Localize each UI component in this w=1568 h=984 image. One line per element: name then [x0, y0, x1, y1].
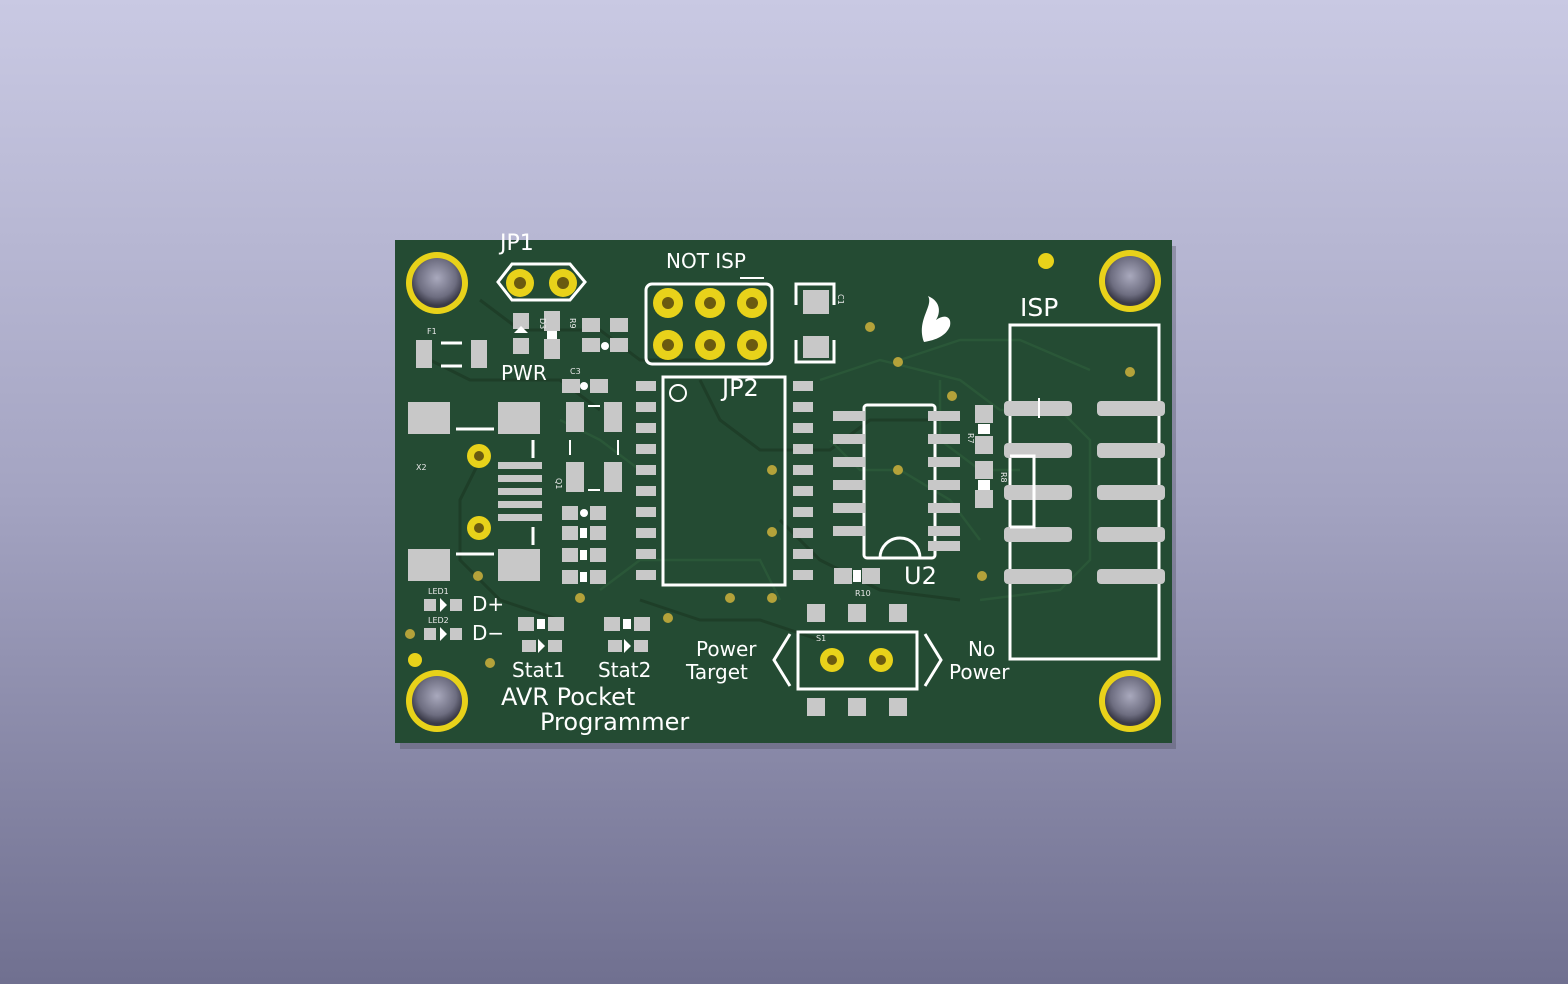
mounting-holes — [406, 250, 1161, 732]
u2-chip — [833, 403, 960, 560]
led1-refdes: LED1 — [428, 587, 449, 596]
q1-crystal — [566, 402, 622, 492]
flame-logo-icon — [921, 296, 951, 342]
isp-connector — [1004, 323, 1165, 661]
d-minus-label: D− — [472, 621, 504, 645]
jp1-header — [496, 262, 587, 302]
stat2-label: Stat2 — [598, 658, 651, 682]
r10-refdes: R10 — [855, 589, 871, 598]
d-plus-label: D+ — [472, 592, 504, 616]
c3-refdes: C3 — [570, 367, 581, 376]
r7-refdes: R7 — [966, 433, 975, 444]
no-power-label-1: No — [968, 637, 995, 661]
u2-label: U2 — [904, 562, 937, 590]
isp-label: ISP — [1020, 293, 1058, 322]
pwr-label: PWR — [501, 361, 547, 385]
stat1-led — [518, 617, 564, 653]
jp2-header — [644, 277, 774, 366]
f1-fuse — [416, 340, 487, 368]
board-title-line1: AVR Pocket — [501, 683, 635, 711]
power-target-label-1: Power — [696, 637, 757, 661]
stat2-led — [604, 617, 650, 653]
s1-refdes: S1 — [816, 634, 826, 643]
u1-chip — [636, 375, 813, 587]
r10-resistor — [834, 568, 880, 584]
x2-refdes: X2 — [416, 463, 427, 472]
resistor-block — [562, 506, 606, 584]
q1-refdes: Q1 — [554, 478, 563, 489]
led1-led2 — [424, 598, 462, 641]
usb-connector — [408, 402, 542, 581]
f1-refdes: F1 — [427, 327, 437, 336]
board-title-line2: Programmer — [540, 708, 689, 736]
stat1-label: Stat1 — [512, 658, 565, 682]
power-target-label-2: Target — [685, 660, 748, 684]
not-isp-label: NOT ISP — [666, 249, 746, 273]
jp1-label: JP1 — [498, 231, 534, 256]
led2-refdes: LED2 — [428, 616, 449, 625]
vias — [405, 322, 1135, 668]
d3-refdes: D3 — [538, 318, 547, 329]
pwr-led-group — [513, 311, 628, 359]
c1-refdes: C1 — [836, 294, 845, 305]
jp2-label: JP2 — [720, 374, 759, 402]
r8-refdes: R8 — [999, 472, 1008, 483]
resistor-marks — [580, 528, 587, 582]
r9-refdes: R9 — [568, 318, 577, 329]
s1-power-switch[interactable] — [772, 604, 943, 716]
c1-capacitor — [794, 282, 836, 364]
no-power-label-2: Power — [949, 660, 1010, 684]
polarity-dot — [580, 509, 588, 517]
r7-r8-resistors — [975, 405, 993, 508]
c3-capacitor — [562, 379, 608, 393]
